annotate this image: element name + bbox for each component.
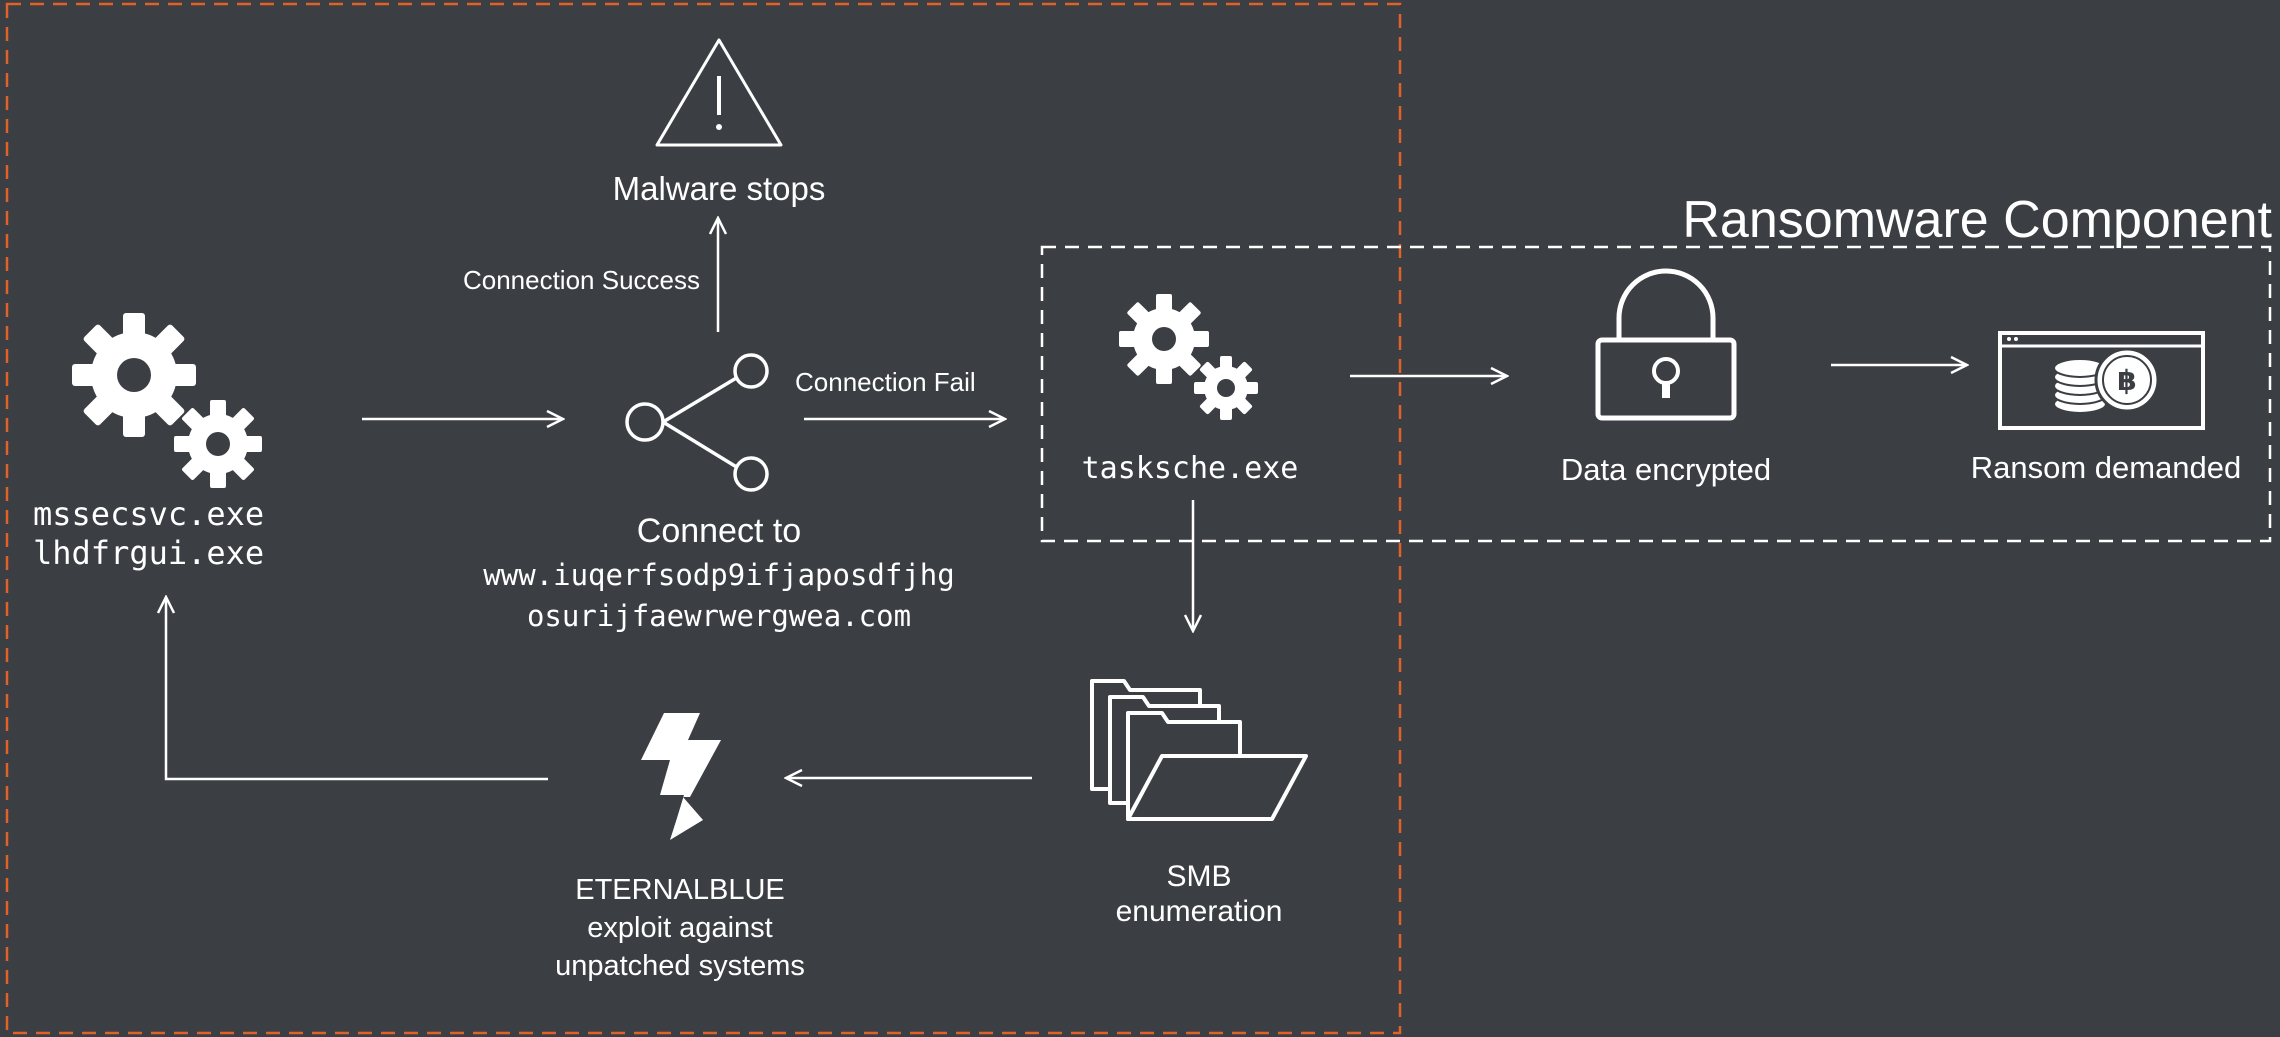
bitcoin-window-icon: ฿ (1998, 331, 2205, 430)
ransom-demanded-label: Ransom demanded (1970, 450, 2242, 485)
unpatched-systems-label: unpatched systems (555, 950, 805, 982)
eternalblue-label: ETERNALBLUE (575, 874, 785, 906)
smb-enumeration-label: enumeration (1115, 895, 1283, 928)
dropper-filename-2: lhdfrgui.exe (33, 534, 265, 572)
connection-success-label: Connection Success (462, 265, 700, 295)
tasksche-gears-icon (1119, 294, 1258, 420)
warning-triangle-icon (655, 38, 783, 147)
folders-icon (1090, 679, 1308, 821)
smb-label: SMB (1166, 860, 1232, 893)
dropper-gears-icon (72, 313, 262, 488)
dropper-filename-1: mssecsvc.exe (33, 495, 265, 533)
c2-url-line-2: osurijfaewrwergwea.com (526, 599, 912, 633)
connectors (166, 218, 1967, 779)
ransomware-component-title: Ransomware Component (1682, 191, 2272, 249)
exploit-against-label: exploit against (587, 912, 773, 944)
connect-to-label: Connect to (636, 512, 802, 550)
padlock-icon (1595, 268, 1737, 421)
data-encrypted-label: Data encrypted (1560, 452, 1772, 487)
malware-stops-label: Malware stops (612, 170, 826, 207)
connection-fail-label: Connection Fail (795, 367, 976, 397)
lightning-bolt-icon (641, 713, 721, 840)
share-nodes-icon (625, 353, 769, 492)
tasksche-filename: tasksche.exe (1081, 451, 1299, 486)
worm-component-boundary (5, 2, 1402, 1035)
c2-url-line-1: www.iuqerfsodp9ifjaposdfjhg (483, 558, 955, 592)
svg-text:฿: ฿ (2117, 364, 2136, 397)
arrow-exploit-to-dropper (166, 597, 548, 781)
